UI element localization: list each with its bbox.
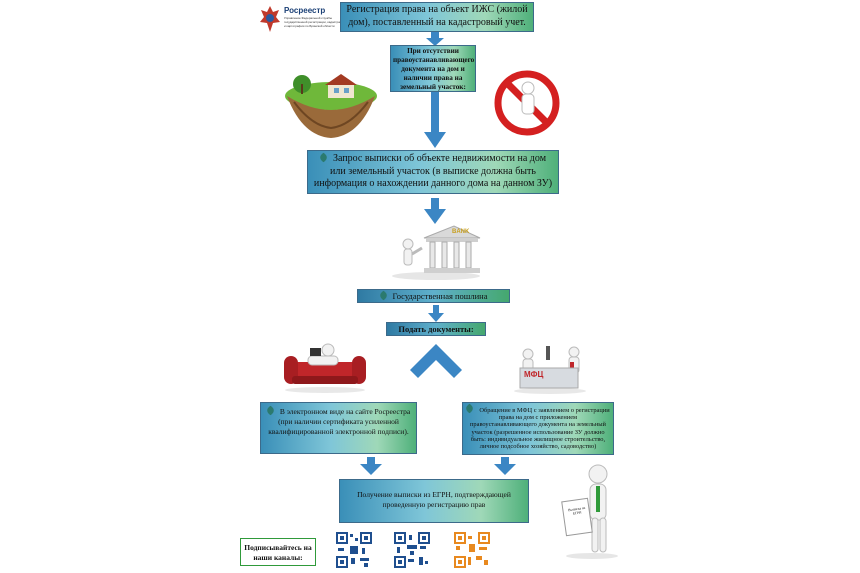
arrow-down-icon xyxy=(360,457,382,475)
prohibited-document-image xyxy=(494,70,560,136)
box-request-text: Запрос выписки об объекте недвижимости н… xyxy=(313,153,553,189)
leaf-icon xyxy=(318,152,329,163)
box-registration: Регистрация права на объект ИЖС (жилой д… xyxy=(340,2,534,32)
qr-code-icon[interactable] xyxy=(336,532,372,568)
box-registration-text: Регистрация права на объект ИЖС (жилой д… xyxy=(346,4,528,28)
box-electronic-submission: В электронном виде на сайте Росреестра (… xyxy=(260,402,417,454)
person-with-document-image xyxy=(561,464,618,559)
leaf-icon xyxy=(265,405,276,416)
rosreestr-emblem-icon xyxy=(260,6,280,32)
arrow-down-icon xyxy=(424,198,446,224)
subscribe-label: Подписывайтесь на наши каналы: xyxy=(240,538,316,566)
arrow-down-icon xyxy=(428,305,444,322)
box-mfc-text: Обращение в МФЦ с заявлением о регистрац… xyxy=(470,407,610,451)
box-absence: При отсутствии правоустанавливающего док… xyxy=(390,45,476,92)
qr-code-icon[interactable] xyxy=(394,532,430,568)
arrow-down-icon xyxy=(426,32,444,46)
box-submit-documents: Подать документы: xyxy=(386,322,486,336)
logo: Росреестр Управление Федеральной службы … xyxy=(258,4,340,38)
box-result-text: Получение выписки из ЕГРН, подтверждающе… xyxy=(357,490,511,509)
split-arrow-icon xyxy=(410,344,462,378)
bank-sign: BANK xyxy=(452,229,470,235)
logo-name: Росреестр xyxy=(284,6,326,15)
box-result: Получение выписки из ЕГРН, подтверждающе… xyxy=(339,479,529,523)
leaf-icon xyxy=(464,403,475,414)
house-on-island-image xyxy=(285,74,377,138)
mfc-office-image xyxy=(514,346,586,394)
person-sofa-laptop-image xyxy=(284,343,366,393)
logo-subtitle: Управление Федеральной службы государств… xyxy=(284,16,341,28)
box-mfc-submission: Обращение в МФЦ с заявлением о регистрац… xyxy=(462,402,614,455)
leaf-icon xyxy=(378,290,388,301)
arrow-down-icon xyxy=(494,457,516,475)
qr-code-icon[interactable] xyxy=(454,532,490,568)
box-state-fee: Государственная пошлина xyxy=(357,289,510,303)
box-electronic-text: В электронном виде на сайте Росреестра (… xyxy=(268,407,411,436)
box-absence-text: При отсутствии правоустанавливающего док… xyxy=(393,47,475,91)
box-state-fee-text: Государственная пошлина xyxy=(392,291,488,301)
box-submit-text: Подать документы: xyxy=(398,324,474,334)
arrow-down-long-icon xyxy=(424,92,446,148)
bank-image xyxy=(392,225,481,280)
box-request: Запрос выписки об объекте недвижимости н… xyxy=(307,150,559,194)
mfc-sign: МФЦ xyxy=(524,370,544,379)
subscribe-text: Подписывайтесь на наши каналы: xyxy=(244,543,312,562)
